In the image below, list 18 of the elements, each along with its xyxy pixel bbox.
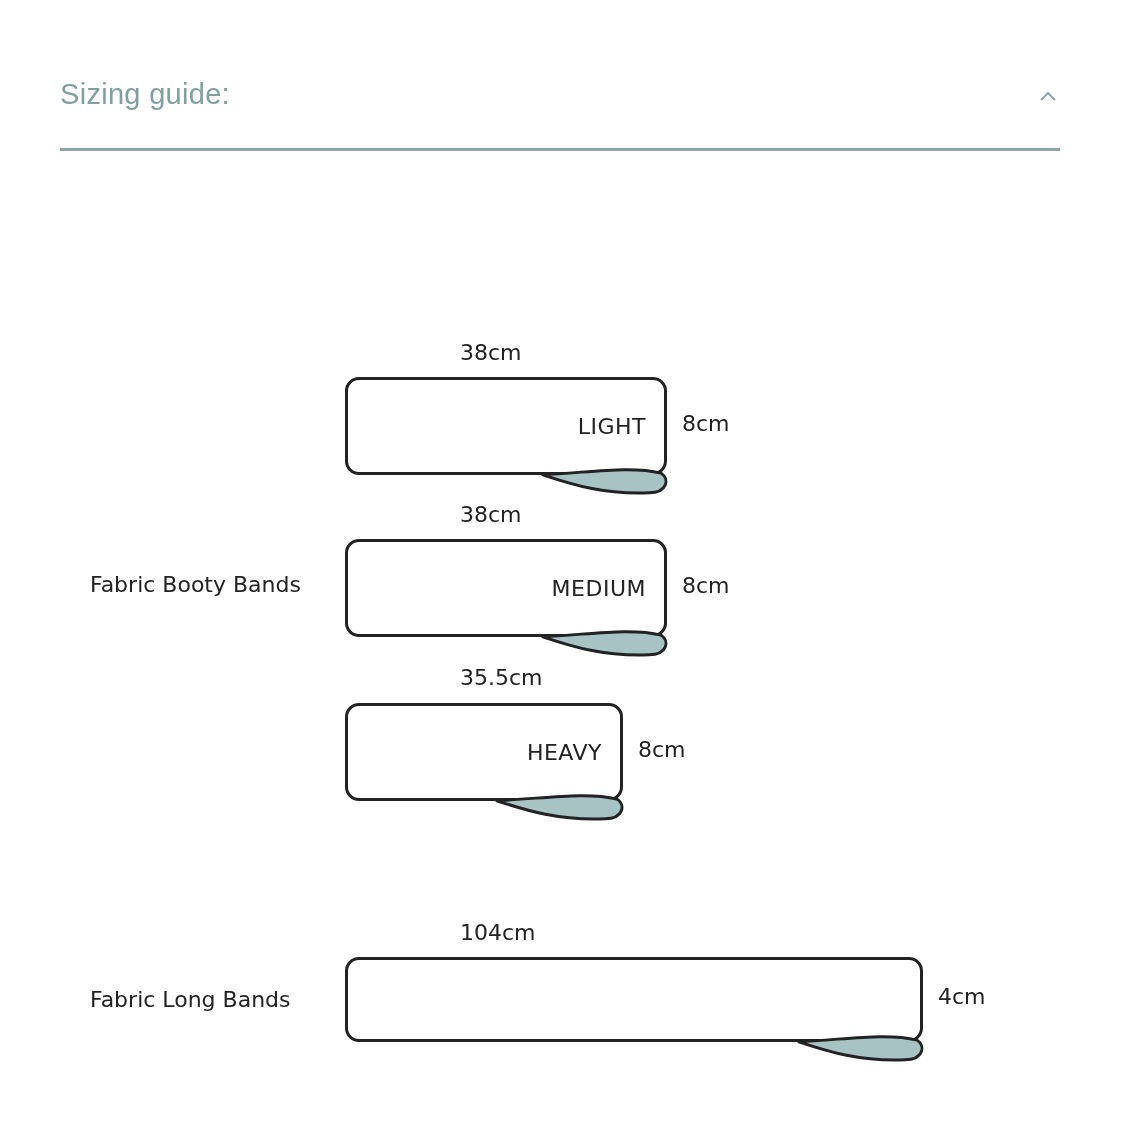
dimension-label: 8cm xyxy=(682,411,730,436)
dimension-label: Fabric Booty Bands xyxy=(90,572,301,597)
band-box xyxy=(345,957,923,1042)
band-box xyxy=(345,703,623,801)
band-label: HEAVY xyxy=(526,739,602,765)
dimension-label: 35.5cm xyxy=(460,665,543,690)
band-label: MEDIUM xyxy=(551,575,646,601)
band-box xyxy=(345,377,667,475)
dimension-label: 8cm xyxy=(682,573,730,598)
dimension-label: 8cm xyxy=(638,737,686,762)
dimension-label: 4cm xyxy=(938,984,986,1009)
dimension-label: 104cm xyxy=(460,920,536,945)
dimension-label: Fabric Long Bands xyxy=(90,987,291,1012)
dimension-label: 38cm xyxy=(460,340,522,365)
section-heading: Sizing guide: xyxy=(60,78,230,111)
band-label: LIGHT xyxy=(577,413,646,439)
dimension-label: 38cm xyxy=(460,502,522,527)
band-box xyxy=(345,539,667,637)
